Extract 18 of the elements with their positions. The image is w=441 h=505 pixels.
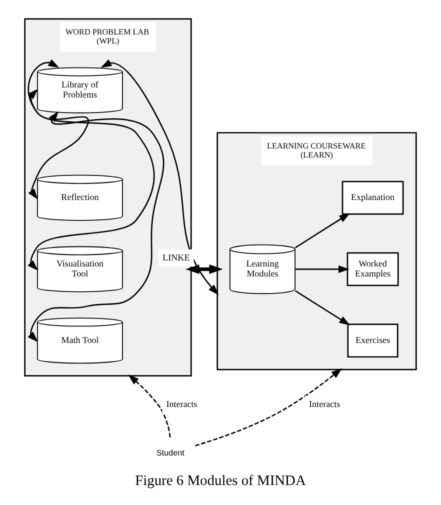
arrow bbox=[194, 368, 342, 446]
edge-label: Interacts bbox=[166, 399, 198, 410]
arrow bbox=[294, 290, 350, 326]
caption: Figure 6 Modules of MINDA bbox=[135, 473, 306, 490]
node-box: Worked Examples bbox=[346, 252, 399, 286]
arrow bbox=[28, 88, 89, 200]
arrow bbox=[128, 374, 171, 438]
edge-label: Interacts bbox=[309, 399, 340, 410]
arrow bbox=[28, 59, 155, 271]
arrow bbox=[295, 265, 350, 274]
node-box: Explanation bbox=[342, 180, 404, 215]
node-box: Exercises bbox=[347, 324, 398, 358]
edge-label: LINKE bbox=[162, 252, 190, 263]
arrow bbox=[100, 59, 219, 296]
arrow bbox=[28, 111, 164, 342]
arrow bbox=[186, 264, 223, 274]
arrow bbox=[294, 213, 350, 248]
node-text: Student bbox=[156, 448, 184, 458]
